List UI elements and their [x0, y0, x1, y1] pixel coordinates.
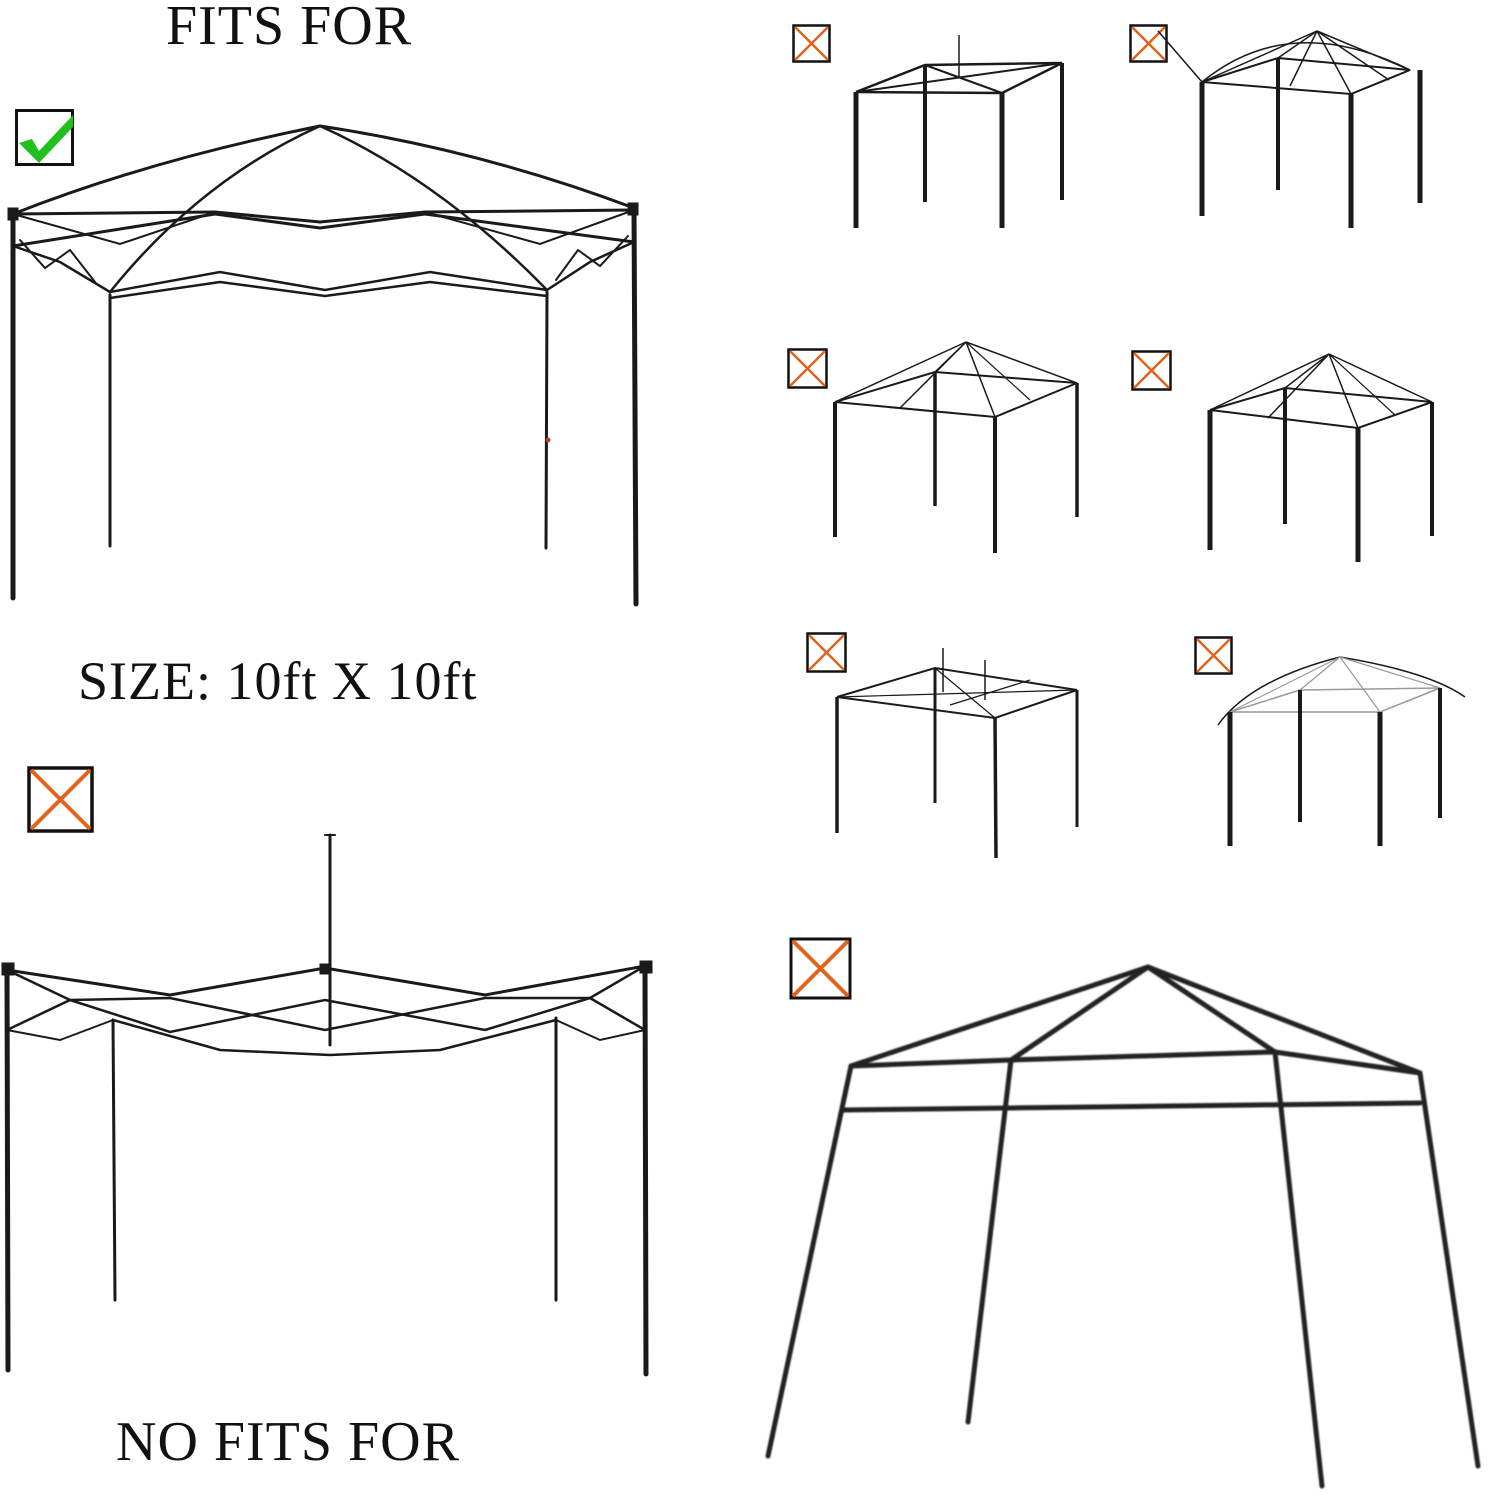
frame-flat-top-pole	[853, 35, 1064, 228]
canopy-frame-fits	[0, 115, 680, 615]
cross-icon	[1194, 636, 1234, 676]
frame-pyramid-gazebo-2	[1207, 353, 1434, 562]
size-heading: SIZE: 10ft X 10ft	[78, 651, 478, 711]
cross-icon	[792, 24, 832, 64]
frame-flat-top-double-pole	[835, 648, 1079, 859]
fits-for-heading: FITS FOR	[166, 0, 413, 57]
cross-icon	[789, 937, 853, 1001]
frame-slant-leg-canopy	[765, 964, 1481, 1489]
frame-dome-gazebo	[1199, 30, 1423, 228]
cross-icon	[27, 766, 95, 834]
canopy-frame-center-pole	[0, 830, 680, 1390]
cross-icon	[1131, 350, 1173, 392]
no-fits-for-heading: NO FITS FOR	[116, 1411, 460, 1473]
cross-icon	[806, 632, 848, 674]
check-icon	[15, 109, 75, 167]
cross-icon	[787, 348, 829, 390]
frame-pyramid-gazebo	[833, 341, 1079, 553]
frame-curved-eave-gazebo	[1217, 656, 1466, 846]
